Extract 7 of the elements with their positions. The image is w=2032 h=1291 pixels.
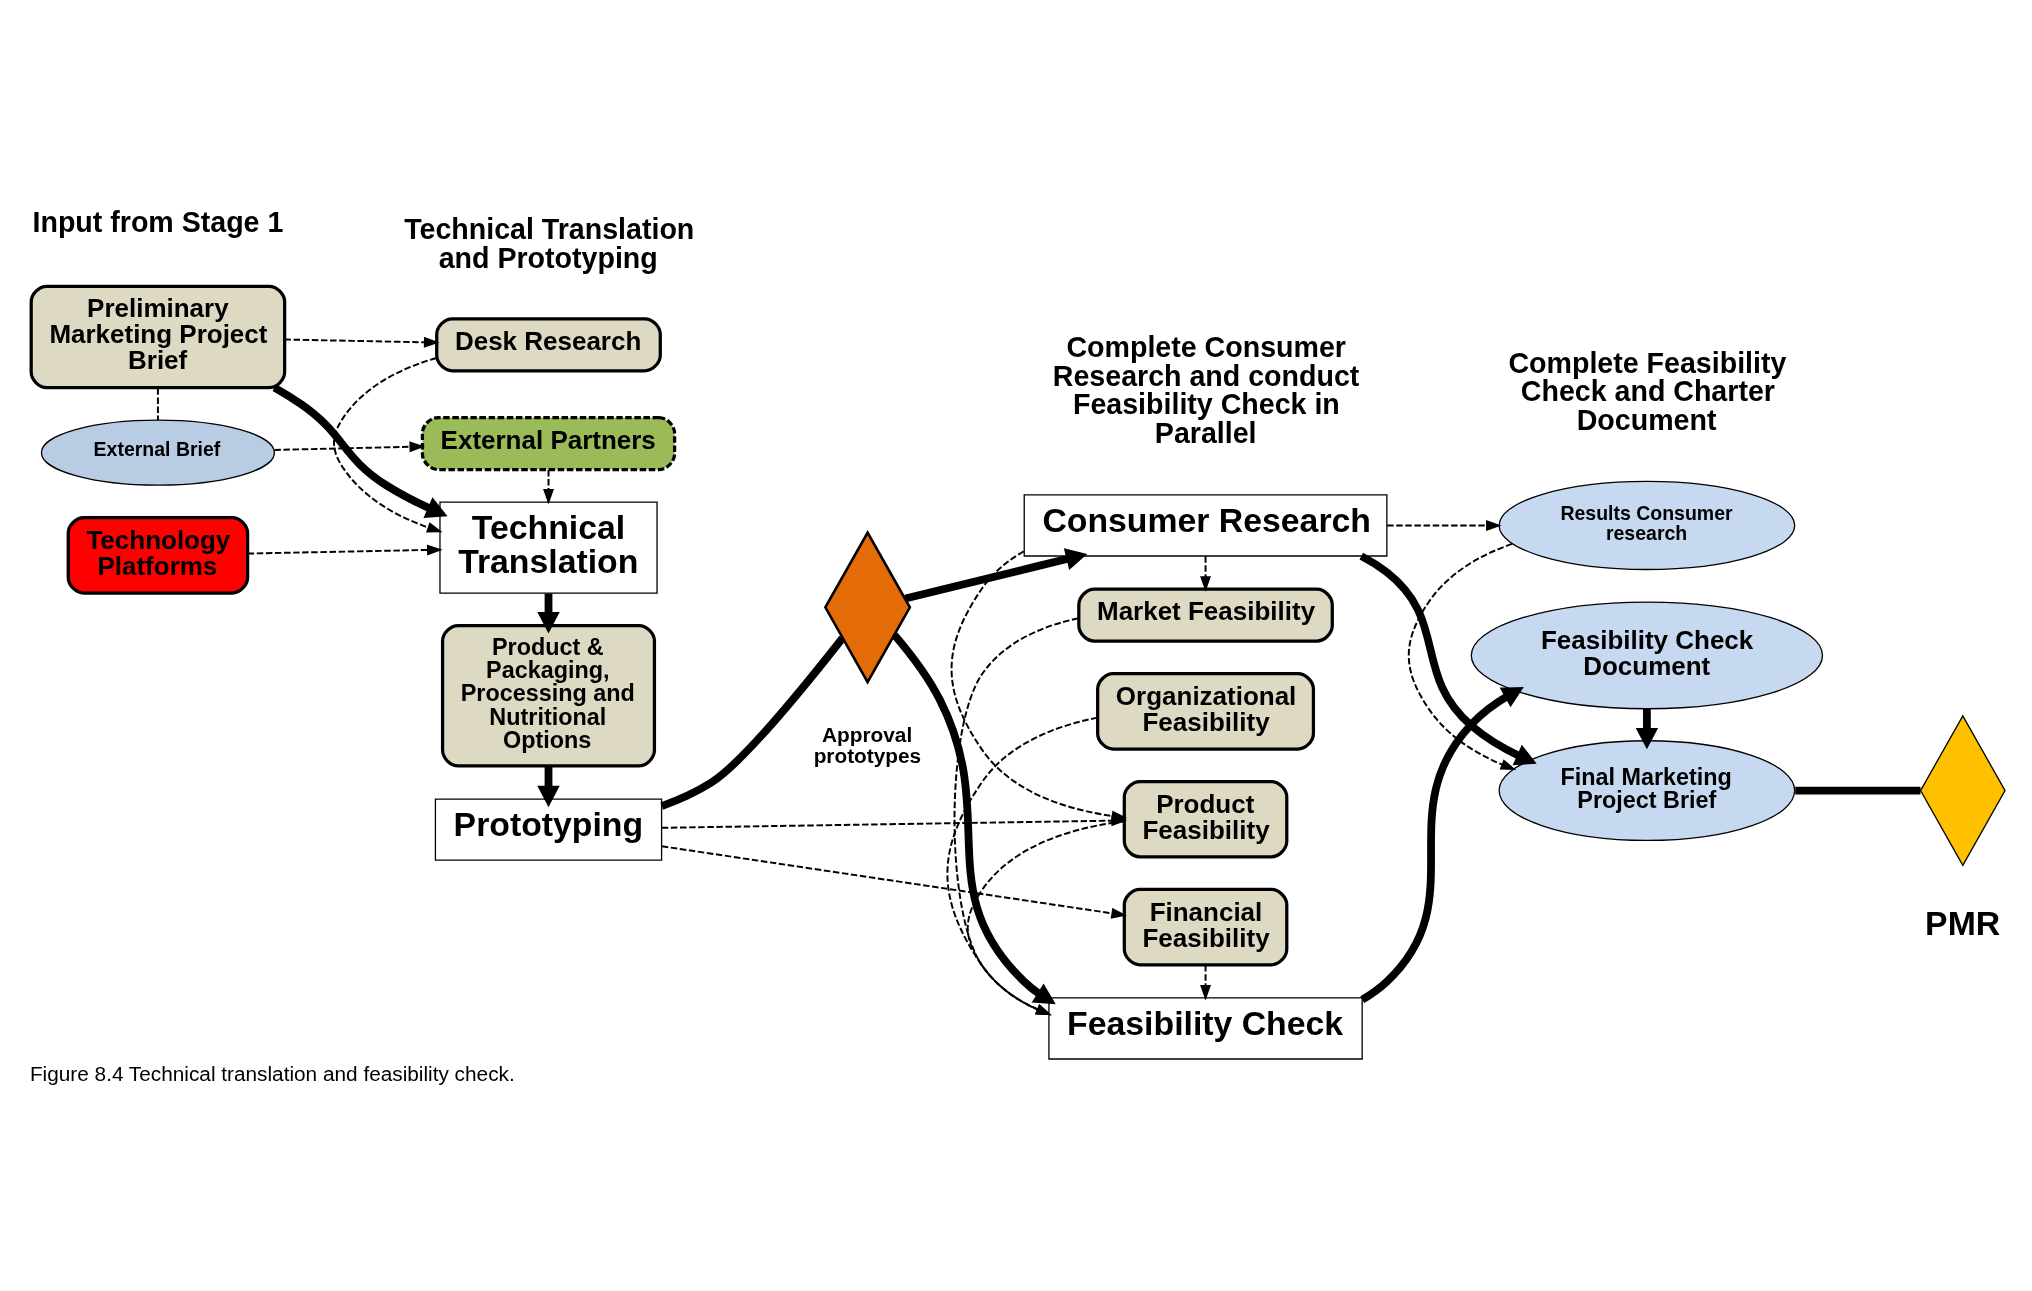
label: Complete Feasibility Check and Charter Document bbox=[1507, 346, 1786, 436]
label: Complete Consumer Research and conduct Feasibility Check in Parallel bbox=[1052, 330, 1359, 449]
caption: Figure 8.4 Technical translation and feasibility check. bbox=[29, 1061, 515, 1085]
node-label: Approval prototypes bbox=[813, 722, 921, 767]
label: Technical Translation and Prototyping bbox=[403, 212, 694, 274]
label: Input from Stage 1 bbox=[31, 205, 283, 238]
node-label: PMR bbox=[1924, 903, 2000, 942]
